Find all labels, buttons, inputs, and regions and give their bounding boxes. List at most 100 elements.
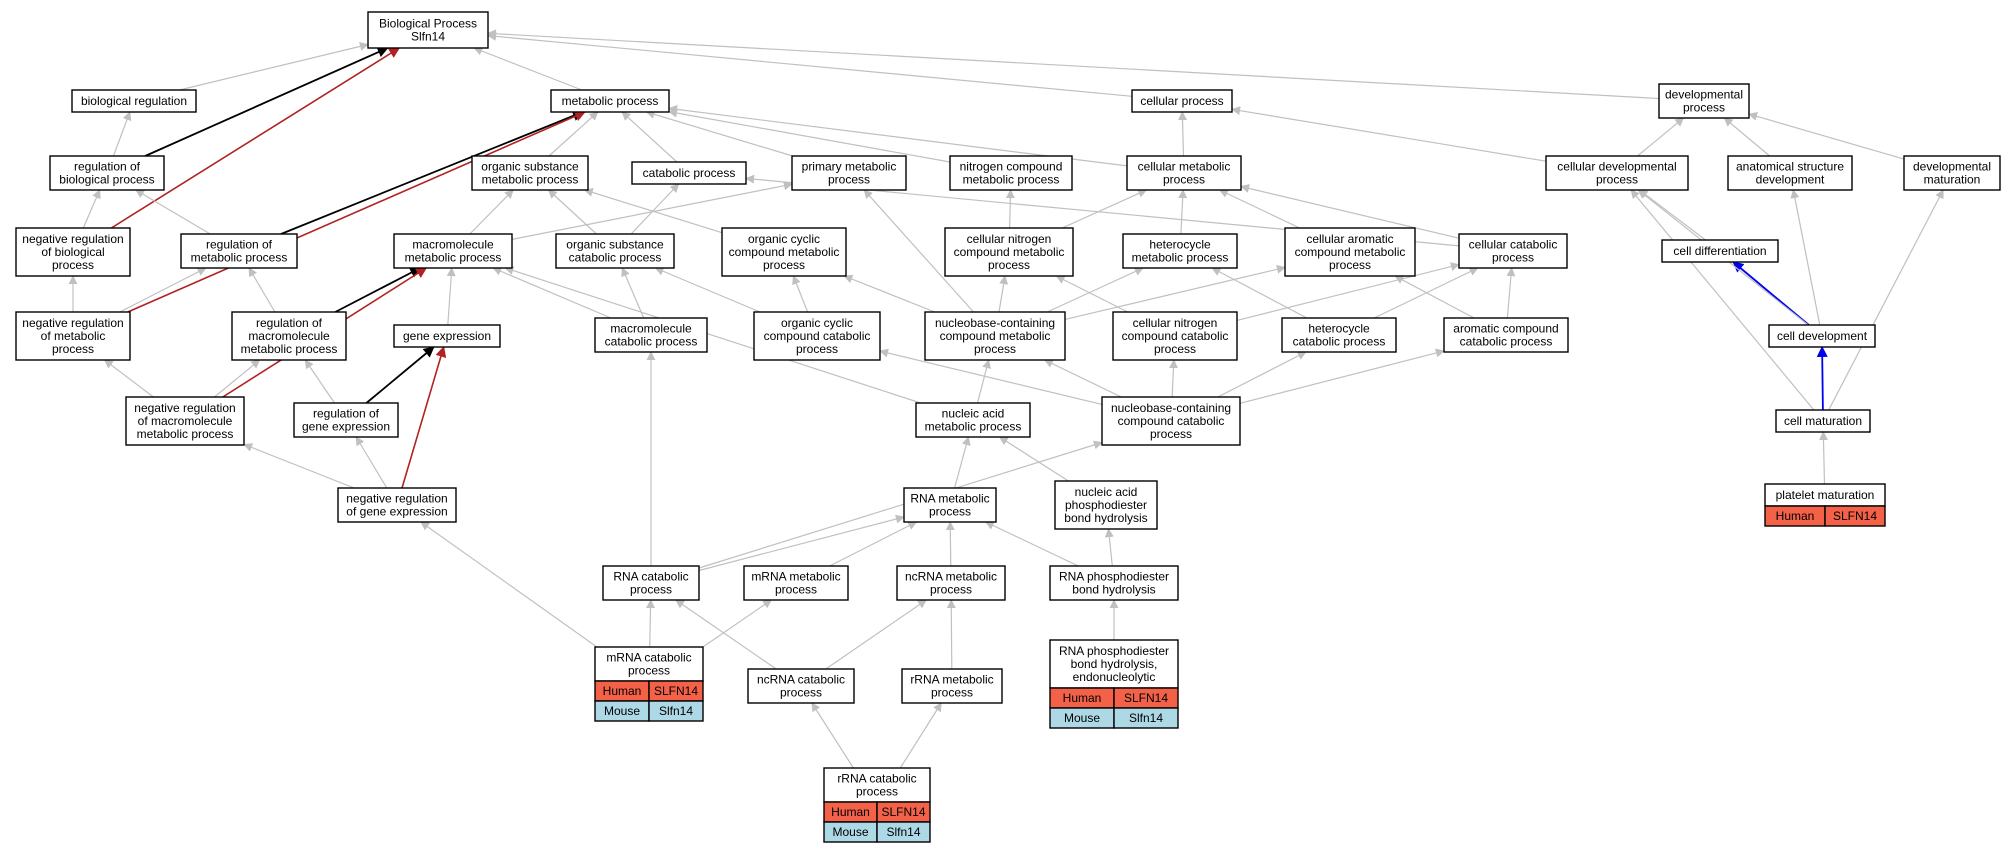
node-label-line: bond hydrolysis [1064, 511, 1147, 525]
node-box [743, 565, 849, 601]
edge-pmp-to-mp [645, 110, 793, 157]
node-label-line: biological process [59, 173, 154, 187]
node-label-line: macromolecule [248, 329, 330, 343]
edge-mrnacp-to-mrnamp [702, 599, 773, 648]
node-label-line: process [52, 342, 94, 356]
edge-dp-to-bp [487, 29, 1660, 100]
edge-br-to-bp [179, 42, 369, 91]
edge-ccp-to-cmp [1240, 183, 1460, 239]
node-label-line: compound metabolic [729, 245, 840, 259]
node-label-line: developmental [1913, 160, 1991, 174]
node-ge[interactable]: gene expression [393, 324, 501, 348]
node-label-line: rRNA metabolic [910, 673, 993, 687]
node-label-line: negative regulation [134, 401, 235, 415]
node-box [901, 668, 1003, 704]
node-cp[interactable]: cellular process [1131, 89, 1233, 113]
node-label-line: cellular nitrogen [1133, 316, 1218, 330]
node-label-line: developmental [1665, 88, 1743, 102]
node-box [1545, 155, 1689, 191]
node-label-line: metabolic process [137, 427, 234, 441]
edge-nrbp-to-rbp [82, 189, 101, 229]
node-label-line: cellular process [1140, 94, 1223, 108]
node-label-line: process [931, 686, 973, 700]
node-box [393, 324, 501, 348]
node-label-line: organic cyclic [748, 232, 820, 246]
node-label-line: catabolic process [1293, 335, 1386, 349]
node-label-line: catabolic process [605, 335, 698, 349]
node-label-line: bond hydrolysis [1072, 583, 1155, 597]
node-label-line: Slfn14 [411, 30, 445, 44]
node-cdev[interactable]: cell development [1768, 324, 1876, 348]
node-cmat[interactable]: cell maturation [1775, 409, 1871, 433]
edge-hmp-to-cmp [1178, 189, 1188, 235]
edge-ge-to-mmp [446, 267, 456, 326]
edge-nge-to-nrmmp [243, 443, 355, 489]
node-label-line: of metabolic [41, 329, 106, 343]
edge-mcp-to-mmp [492, 267, 612, 319]
node-br[interactable]: biological regulation [71, 89, 197, 113]
edge-rge-to-ge [365, 346, 435, 404]
node-label-line: gene expression [403, 329, 491, 343]
edge-nrmmp-to-nrmp [103, 359, 154, 398]
gene-cell [1113, 707, 1179, 729]
node-label-line: nucleobase-containing [1111, 401, 1231, 415]
node-box [1122, 233, 1238, 269]
edge-nbcmp-to-cncmp [998, 275, 1009, 313]
node-label-line: process [628, 664, 670, 678]
node-catp[interactable]: catabolic process [631, 161, 747, 185]
edge-rnacp-to-rnamp [698, 514, 905, 572]
gene-label: Slfn14 [659, 704, 693, 718]
node-cdiff[interactable]: cell differentiation [1661, 239, 1779, 263]
edge-rrnacp-to-rrnamp [899, 702, 942, 769]
node-mp[interactable]: metabolic process [550, 89, 670, 113]
node-label-line: negative regulation [22, 316, 123, 330]
edge-ncmp-to-mp [668, 108, 951, 163]
